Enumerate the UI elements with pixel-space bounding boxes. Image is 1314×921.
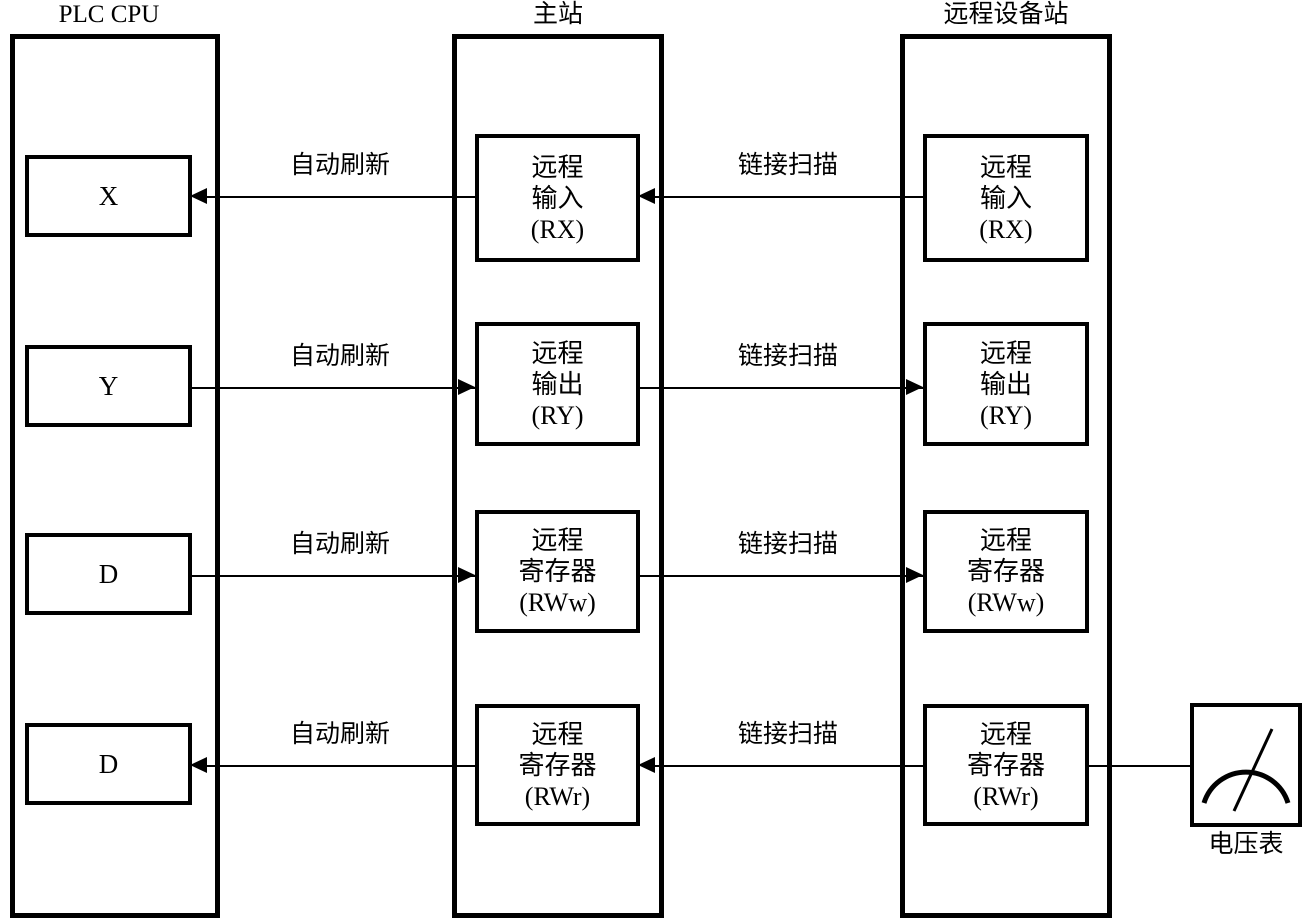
plc-device-label: Y bbox=[98, 370, 119, 401]
master-box-line1: 远程 bbox=[531, 719, 584, 749]
master-box-rww: 远程 寄存器 (RWw) bbox=[475, 510, 640, 633]
master-box-line3: (RWr) bbox=[524, 781, 591, 811]
voltmeter-box bbox=[1190, 703, 1302, 827]
remote-box-line1: 远程 bbox=[979, 719, 1032, 749]
link-line-plc-master-row1 bbox=[205, 196, 475, 198]
remote-box-line2: 输出 bbox=[979, 369, 1032, 399]
link-label-link-scan-row2: 链接扫描 bbox=[737, 343, 838, 370]
master-box-line2: 寄存器 bbox=[518, 557, 597, 586]
remote-box-line3: (RWw) bbox=[967, 588, 1045, 617]
master-box-line3: (RX) bbox=[530, 214, 585, 244]
remote-box-rwr: 远程 寄存器 (RWr) bbox=[923, 704, 1089, 826]
remote-box-rww: 远程 寄存器 (RWw) bbox=[923, 510, 1089, 633]
remote-box-line1: 远程 bbox=[979, 152, 1032, 182]
master-box-line1: 远程 bbox=[531, 338, 584, 368]
link-line-remote-voltmeter bbox=[1087, 765, 1192, 767]
column-title-master-station: 主站 bbox=[532, 1, 583, 28]
remote-box-line3: (RWr) bbox=[973, 781, 1039, 811]
arrow-master-remote-row3 bbox=[906, 567, 923, 583]
arrow-master-remote-row4 bbox=[638, 757, 655, 773]
remote-box-rx: 远程 输入 (RX) bbox=[923, 134, 1089, 262]
link-line-plc-master-row4 bbox=[205, 765, 475, 767]
remote-box-line2: 寄存器 bbox=[966, 750, 1045, 780]
master-box-line1: 远程 bbox=[531, 526, 584, 555]
remote-box-line3: (RY) bbox=[980, 400, 1032, 430]
master-box-line2: 输出 bbox=[531, 369, 584, 399]
arrow-plc-master-row1 bbox=[190, 188, 207, 204]
link-line-plc-master-row3 bbox=[190, 575, 475, 577]
plc-device-label: X bbox=[98, 180, 119, 211]
link-label-auto-refresh-row4: 自动刷新 bbox=[289, 721, 390, 748]
plc-device-box-y: Y bbox=[25, 345, 192, 427]
remote-box-line1: 远程 bbox=[979, 526, 1032, 555]
link-line-master-remote-row1 bbox=[653, 196, 923, 198]
plc-device-box-x: X bbox=[25, 155, 192, 237]
remote-box-line1: 远程 bbox=[979, 338, 1032, 368]
link-line-master-remote-row2 bbox=[638, 387, 923, 389]
link-label-link-scan-row3: 链接扫描 bbox=[737, 531, 838, 558]
remote-box-line2: 输入 bbox=[979, 183, 1032, 213]
voltmeter-caption: 电压表 bbox=[1208, 831, 1284, 858]
arrow-master-remote-row1 bbox=[638, 188, 655, 204]
master-box-line3: (RWw) bbox=[519, 588, 596, 617]
link-label-auto-refresh-row2: 自动刷新 bbox=[289, 343, 390, 370]
arrow-plc-master-row4 bbox=[190, 757, 207, 773]
master-box-line2: 寄存器 bbox=[518, 750, 597, 780]
link-line-master-remote-row3 bbox=[638, 575, 923, 577]
column-title-remote-device-station: 远程设备站 bbox=[943, 1, 1069, 28]
plc-device-label: D bbox=[98, 558, 119, 589]
link-label-link-scan-row4: 链接扫描 bbox=[737, 721, 838, 748]
plc-device-label: D bbox=[98, 748, 119, 779]
plc-device-box-d-rwr: D bbox=[25, 723, 192, 805]
master-box-line1: 远程 bbox=[531, 152, 584, 182]
plc-device-box-d-rww: D bbox=[25, 533, 192, 615]
master-box-rwr: 远程 寄存器 (RWr) bbox=[475, 704, 640, 826]
master-box-ry: 远程 输出 (RY) bbox=[475, 322, 640, 446]
arrow-plc-master-row3 bbox=[458, 567, 475, 583]
column-title-plc-cpu: PLC CPU bbox=[58, 1, 160, 28]
remote-box-ry: 远程 输出 (RY) bbox=[923, 322, 1089, 446]
link-label-auto-refresh-row3: 自动刷新 bbox=[289, 531, 390, 558]
arrow-plc-master-row2 bbox=[458, 379, 475, 395]
master-box-line3: (RY) bbox=[531, 400, 584, 430]
arrow-master-remote-row2 bbox=[906, 379, 923, 395]
master-box-line2: 输入 bbox=[531, 183, 584, 213]
link-line-plc-master-row2 bbox=[190, 387, 475, 389]
analog-gauge-icon bbox=[1201, 728, 1291, 812]
master-box-rx: 远程 输入 (RX) bbox=[475, 134, 640, 262]
remote-box-line3: (RX) bbox=[979, 214, 1033, 244]
link-label-auto-refresh-row1: 自动刷新 bbox=[289, 152, 390, 179]
link-line-master-remote-row4 bbox=[653, 765, 923, 767]
remote-box-line2: 寄存器 bbox=[966, 557, 1045, 586]
link-label-link-scan-row1: 链接扫描 bbox=[737, 152, 838, 179]
